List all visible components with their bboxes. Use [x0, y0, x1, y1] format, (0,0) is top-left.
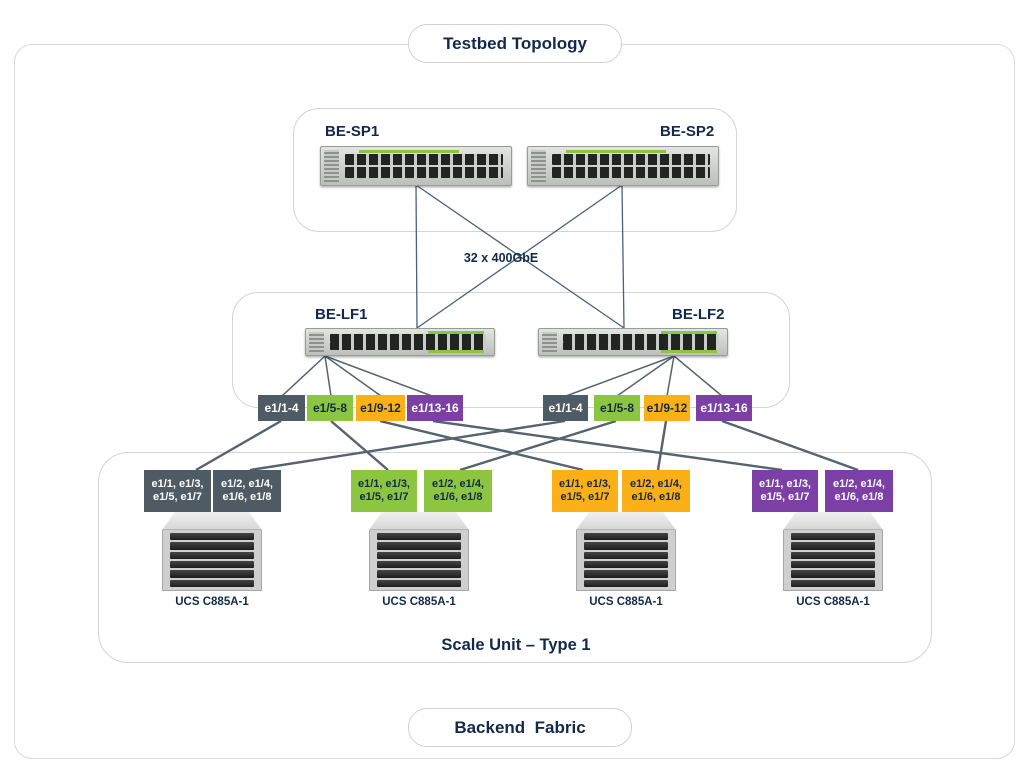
- switch-vents: [309, 332, 324, 352]
- server-lid: [783, 512, 883, 530]
- server-lid: [576, 512, 676, 530]
- leaf1-port-group-4: e1/13-16: [407, 395, 463, 421]
- uplink-label: 32 x 400GbE: [463, 251, 539, 265]
- server-chassis: [576, 530, 676, 591]
- leaf2-name: BE-LF2: [672, 306, 725, 323]
- spine1-switch-image: [320, 146, 512, 186]
- server2-image: [369, 512, 469, 592]
- server-lid: [369, 512, 469, 530]
- server2-nic-even: e1/2, e1/4, e1/6, e1/8: [424, 470, 492, 512]
- nic-line: e1/1, e1/3,: [151, 478, 204, 490]
- leaf1-name: BE-LF1: [315, 306, 368, 323]
- switch-ports: [552, 151, 710, 181]
- nic-line: e1/6, e1/8: [631, 491, 681, 503]
- spine2-name: BE-SP2: [660, 123, 715, 140]
- nic-line: e1/2, e1/4,: [833, 478, 885, 490]
- nic-line: e1/5, e1/7: [359, 491, 409, 503]
- leaf1-port-group-2: e1/5-8: [307, 395, 353, 421]
- server4-nic-odd: e1/1, e1/3, e1/5, e1/7: [752, 470, 818, 512]
- switch-green-strip: [661, 350, 717, 353]
- scale-unit-label: Scale Unit – Type 1: [441, 636, 591, 654]
- switch-green-strip: [359, 150, 459, 153]
- switch-ports: [330, 333, 486, 351]
- server3-nic-even: e1/2, e1/4, e1/6, e1/8: [622, 470, 690, 512]
- switch-vents: [542, 332, 557, 352]
- server-chassis: [783, 530, 883, 591]
- nic-line: e1/6, e1/8: [222, 491, 272, 503]
- server3-image: [576, 512, 676, 592]
- diagram-footer: Backend Fabric: [454, 717, 586, 737]
- server1-image: [162, 512, 262, 592]
- server1-name: UCS C885A-1: [175, 596, 249, 608]
- spine2-switch-image: [527, 146, 719, 186]
- server1-nic-odd: e1/1, e1/3, e1/5, e1/7: [144, 470, 211, 512]
- server4-image: [783, 512, 883, 592]
- leaf1-port-group-3: e1/9-12: [356, 395, 405, 421]
- nic-line: e1/1, e1/3,: [759, 478, 811, 490]
- server2-name: UCS C885A-1: [382, 596, 456, 608]
- leaf1-switch-image: [305, 328, 495, 356]
- server3-nic-odd: e1/1, e1/3, e1/5, e1/7: [552, 470, 618, 512]
- leaf2-port-group-4: e1/13-16: [696, 395, 752, 421]
- nic-line: e1/1, e1/3,: [559, 478, 611, 490]
- nic-line: e1/1, e1/3,: [358, 478, 410, 490]
- switch-ports: [345, 151, 503, 181]
- switch-vents: [531, 150, 546, 182]
- switch-green-strip: [566, 150, 666, 153]
- switch-green-strip: [428, 331, 484, 334]
- diagram-title-pill: Testbed Topology: [408, 24, 622, 63]
- leaf2-port-group-3: e1/9-12: [644, 395, 690, 421]
- spine1-name: BE-SP1: [325, 123, 380, 140]
- nic-line: e1/2, e1/4,: [432, 478, 484, 490]
- leaf2-switch-image: [538, 328, 728, 356]
- server3-name: UCS C885A-1: [589, 596, 663, 608]
- server2-nic-odd: e1/1, e1/3, e1/5, e1/7: [351, 470, 417, 512]
- server-chassis: [369, 530, 469, 591]
- server1-nic-even: e1/2, e1/4, e1/6, e1/8: [213, 470, 281, 512]
- switch-vents: [324, 150, 339, 182]
- switch-green-strip: [661, 331, 717, 334]
- leaf1-port-group-1: e1/1-4: [258, 395, 305, 421]
- leaf2-port-group-2: e1/5-8: [594, 395, 640, 421]
- diagram-title: Testbed Topology: [443, 33, 587, 53]
- nic-line: e1/2, e1/4,: [630, 478, 682, 490]
- nic-line: e1/5, e1/7: [153, 491, 202, 503]
- nic-line: e1/6, e1/8: [834, 491, 884, 503]
- nic-line: e1/5, e1/7: [760, 491, 810, 503]
- nic-line: e1/6, e1/8: [433, 491, 483, 503]
- server-lid: [162, 512, 262, 530]
- server4-name: UCS C885A-1: [796, 596, 870, 608]
- nic-line: e1/2, e1/4,: [221, 478, 273, 490]
- switch-ports: [563, 333, 719, 351]
- nic-line: e1/5, e1/7: [560, 491, 610, 503]
- server4-nic-even: e1/2, e1/4, e1/6, e1/8: [825, 470, 893, 512]
- diagram-footer-pill: Backend Fabric: [408, 708, 632, 747]
- server-chassis: [162, 530, 262, 591]
- switch-green-strip: [428, 350, 484, 353]
- leaf2-port-group-1: e1/1-4: [543, 395, 588, 421]
